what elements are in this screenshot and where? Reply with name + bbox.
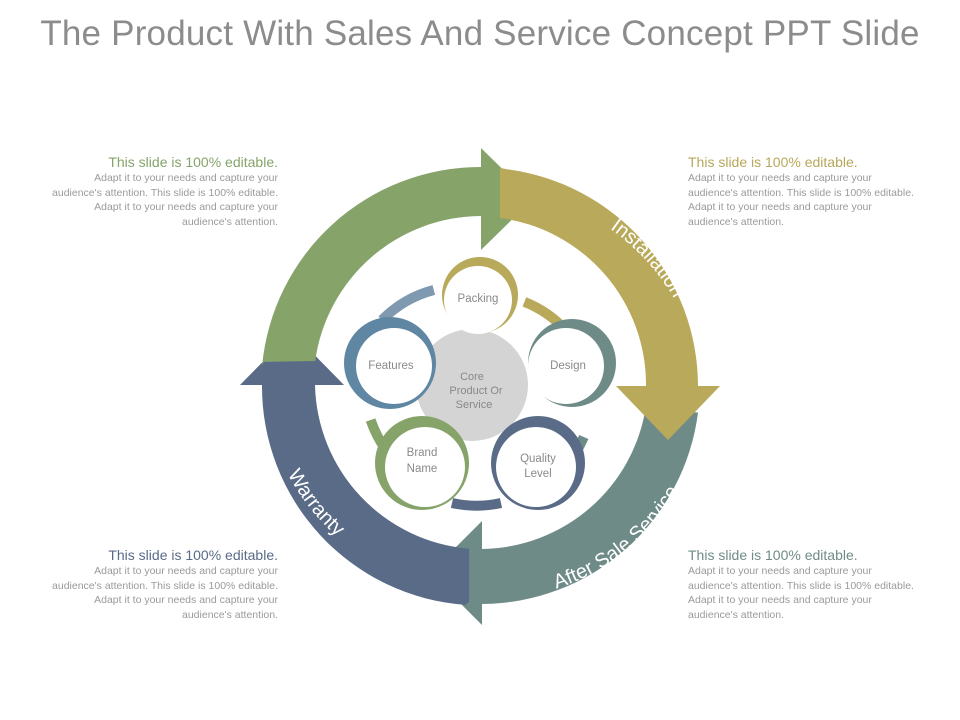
brand-label-line-2: Name [407,463,438,475]
node-design: Design [528,319,616,407]
note-heading: This slide is 100% editable. [688,154,858,170]
note-body: Adapt it to your needs and capture your … [52,172,278,228]
note-heading: This slide is 100% editable. [108,547,278,563]
node-quality-level: Quality Level [491,416,585,510]
warranty-arrow [240,332,470,605]
slide-title: The Product With Sales And Service Conce… [40,14,920,53]
installation-arrow [500,167,720,440]
core-circle [416,329,528,441]
packing-label: Packing [458,293,499,305]
design-label: Design [550,360,586,372]
core-label-line-3: Service [456,399,493,411]
after-sale-arrow [430,406,698,625]
note-body: Adapt it to your needs and capture your … [52,565,278,621]
node-features: Features [344,317,436,409]
quality-label-line-2: Level [524,468,552,480]
delivery-arrow [262,148,533,366]
node-brand-name: Brand Name [375,416,469,510]
note-top-right: This slide is 100% editable. Adapt it to… [688,154,924,229]
note-bottom-left: This slide is 100% editable. Adapt it to… [42,547,278,622]
note-body: Adapt it to your needs and capture your … [688,172,914,228]
brand-label-line-1: Brand [407,447,438,459]
core-label-line-1: Core [460,371,484,383]
node-packing: Packing [442,257,518,334]
features-label: Features [368,360,414,372]
core-label-line-2: Product Or [449,385,503,397]
quality-label-line-1: Quality [520,453,556,465]
note-heading: This slide is 100% editable. [108,154,278,170]
note-heading: This slide is 100% editable. [688,547,858,563]
note-body: Adapt it to your needs and capture your … [688,565,914,621]
note-bottom-right: This slide is 100% editable. Adapt it to… [688,547,924,622]
note-top-left: This slide is 100% editable. Adapt it to… [42,154,278,229]
